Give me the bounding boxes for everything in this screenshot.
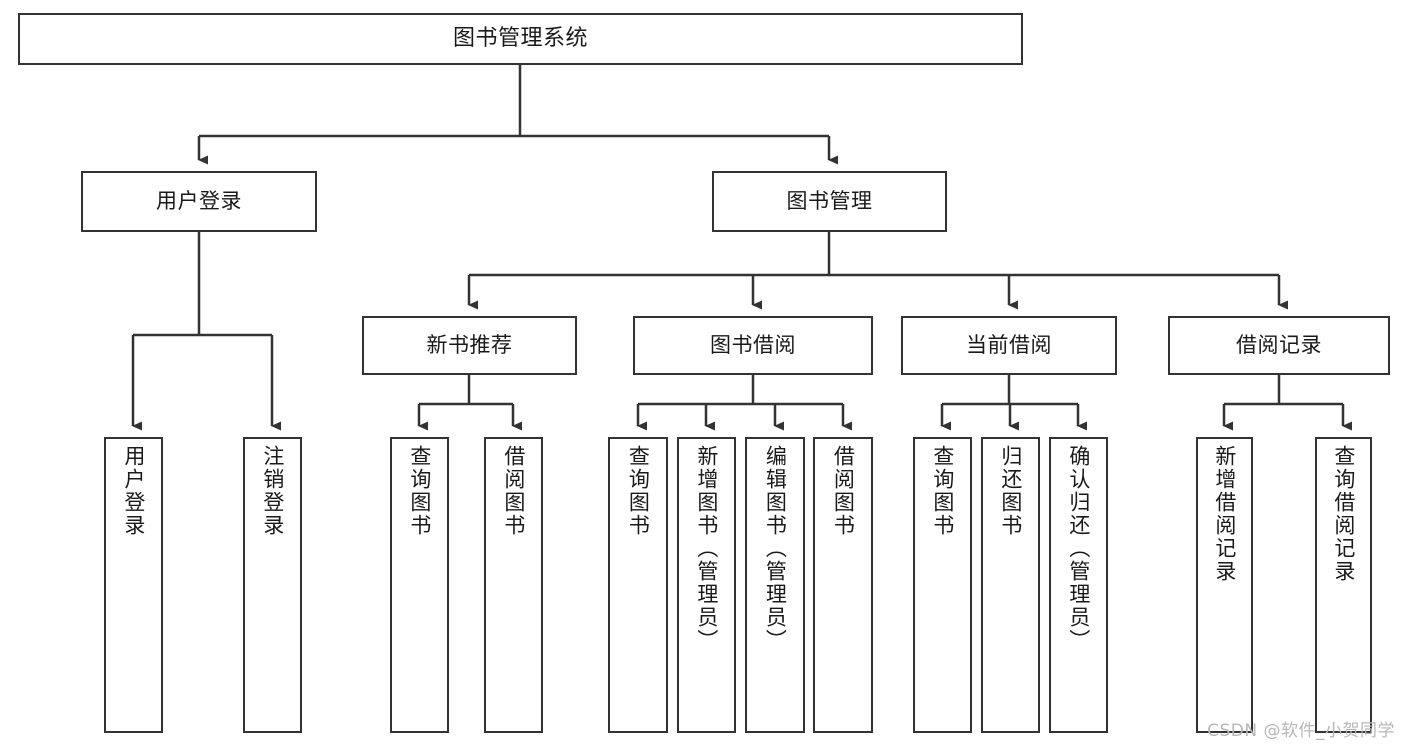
node-label: 确认归还（管理员） xyxy=(1066,445,1091,652)
node-level3-2[interactable]: 图书借阅 xyxy=(633,316,873,375)
node-leaf-6[interactable]: 新增图书（管理员） xyxy=(677,437,736,733)
node-label: 用户登录 xyxy=(156,189,242,214)
node-label: 查询图书 xyxy=(930,445,955,537)
node-label: 借阅记录 xyxy=(1236,333,1322,358)
node-leaf-5[interactable]: 查询图书 xyxy=(608,437,668,733)
node-leaf-11[interactable]: 确认归还（管理员） xyxy=(1049,437,1108,733)
node-label: 查询借阅记录 xyxy=(1331,445,1356,583)
node-level3-1[interactable]: 新书推荐 xyxy=(362,316,577,375)
node-leaf-8[interactable]: 借阅图书 xyxy=(813,437,873,733)
node-label: 查询图书 xyxy=(407,445,432,537)
node-leaf-1[interactable]: 用户登录 xyxy=(104,437,163,733)
node-label: 借阅图书 xyxy=(831,445,856,537)
node-label: 图书管理 xyxy=(786,189,873,214)
node-label: 当前借阅 xyxy=(966,333,1052,358)
node-level3-3[interactable]: 当前借阅 xyxy=(901,316,1117,375)
node-root-system[interactable]: 图书管理系统 xyxy=(18,13,1023,65)
node-label: 借阅图书 xyxy=(501,445,526,537)
node-label: 图书借阅 xyxy=(710,333,796,358)
node-label: 编辑图书（管理员） xyxy=(763,445,788,652)
node-label: 注销登录 xyxy=(260,445,285,537)
csdn-watermark: CSDN @软件_小贺同学 xyxy=(1207,721,1395,741)
node-label: 新增图书（管理员） xyxy=(694,445,719,652)
node-label: 归还图书 xyxy=(998,445,1023,537)
node-leaf-2[interactable]: 注销登录 xyxy=(243,437,302,733)
node-label: 用户登录 xyxy=(121,445,146,537)
node-leaf-13[interactable]: 查询借阅记录 xyxy=(1315,437,1372,733)
node-level3-4[interactable]: 借阅记录 xyxy=(1168,316,1390,375)
node-level2-1[interactable]: 用户登录 xyxy=(81,171,317,232)
node-leaf-4[interactable]: 借阅图书 xyxy=(484,437,543,733)
node-leaf-10[interactable]: 归还图书 xyxy=(981,437,1040,733)
node-leaf-9[interactable]: 查询图书 xyxy=(913,437,972,733)
node-leaf-12[interactable]: 新增借阅记录 xyxy=(1196,437,1253,733)
node-label: 新书推荐 xyxy=(426,333,513,358)
node-leaf-7[interactable]: 编辑图书（管理员） xyxy=(745,437,805,733)
node-label: 查询图书 xyxy=(626,445,651,537)
node-level2-2[interactable]: 图书管理 xyxy=(712,171,947,232)
node-leaf-3[interactable]: 查询图书 xyxy=(390,437,449,733)
node-label: 新增借阅记录 xyxy=(1212,445,1237,583)
node-label: 图书管理系统 xyxy=(452,26,588,52)
